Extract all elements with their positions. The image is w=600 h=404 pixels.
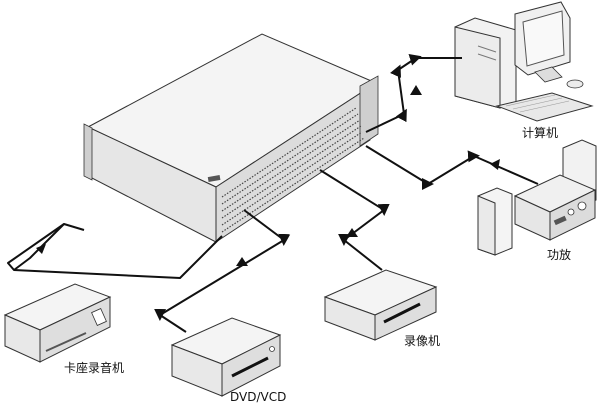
cable-dvd — [154, 209, 291, 333]
amplifier-device — [477, 139, 597, 256]
cable-vcr — [319, 169, 390, 271]
dvd-vcd-device — [170, 317, 282, 397]
vcr-label: 录像机 — [404, 334, 441, 348]
cables — [7, 53, 539, 333]
amplifier-label: 功放 — [547, 248, 572, 262]
vcr-device — [323, 269, 438, 341]
computer-label: 计算机 — [522, 126, 559, 140]
rack-matrix-switcher — [83, 33, 379, 243]
cable-amplifier — [365, 145, 539, 190]
connector-rows — [221, 107, 365, 233]
flow-arrows — [36, 85, 500, 266]
computer-device — [454, 1, 594, 122]
cassette-deck-label: 卡座录音机 — [64, 361, 125, 375]
cable-computer — [365, 53, 462, 133]
dvd-vcd-label: DVD/VCD — [230, 390, 287, 404]
cassette-deck-device — [3, 283, 112, 363]
